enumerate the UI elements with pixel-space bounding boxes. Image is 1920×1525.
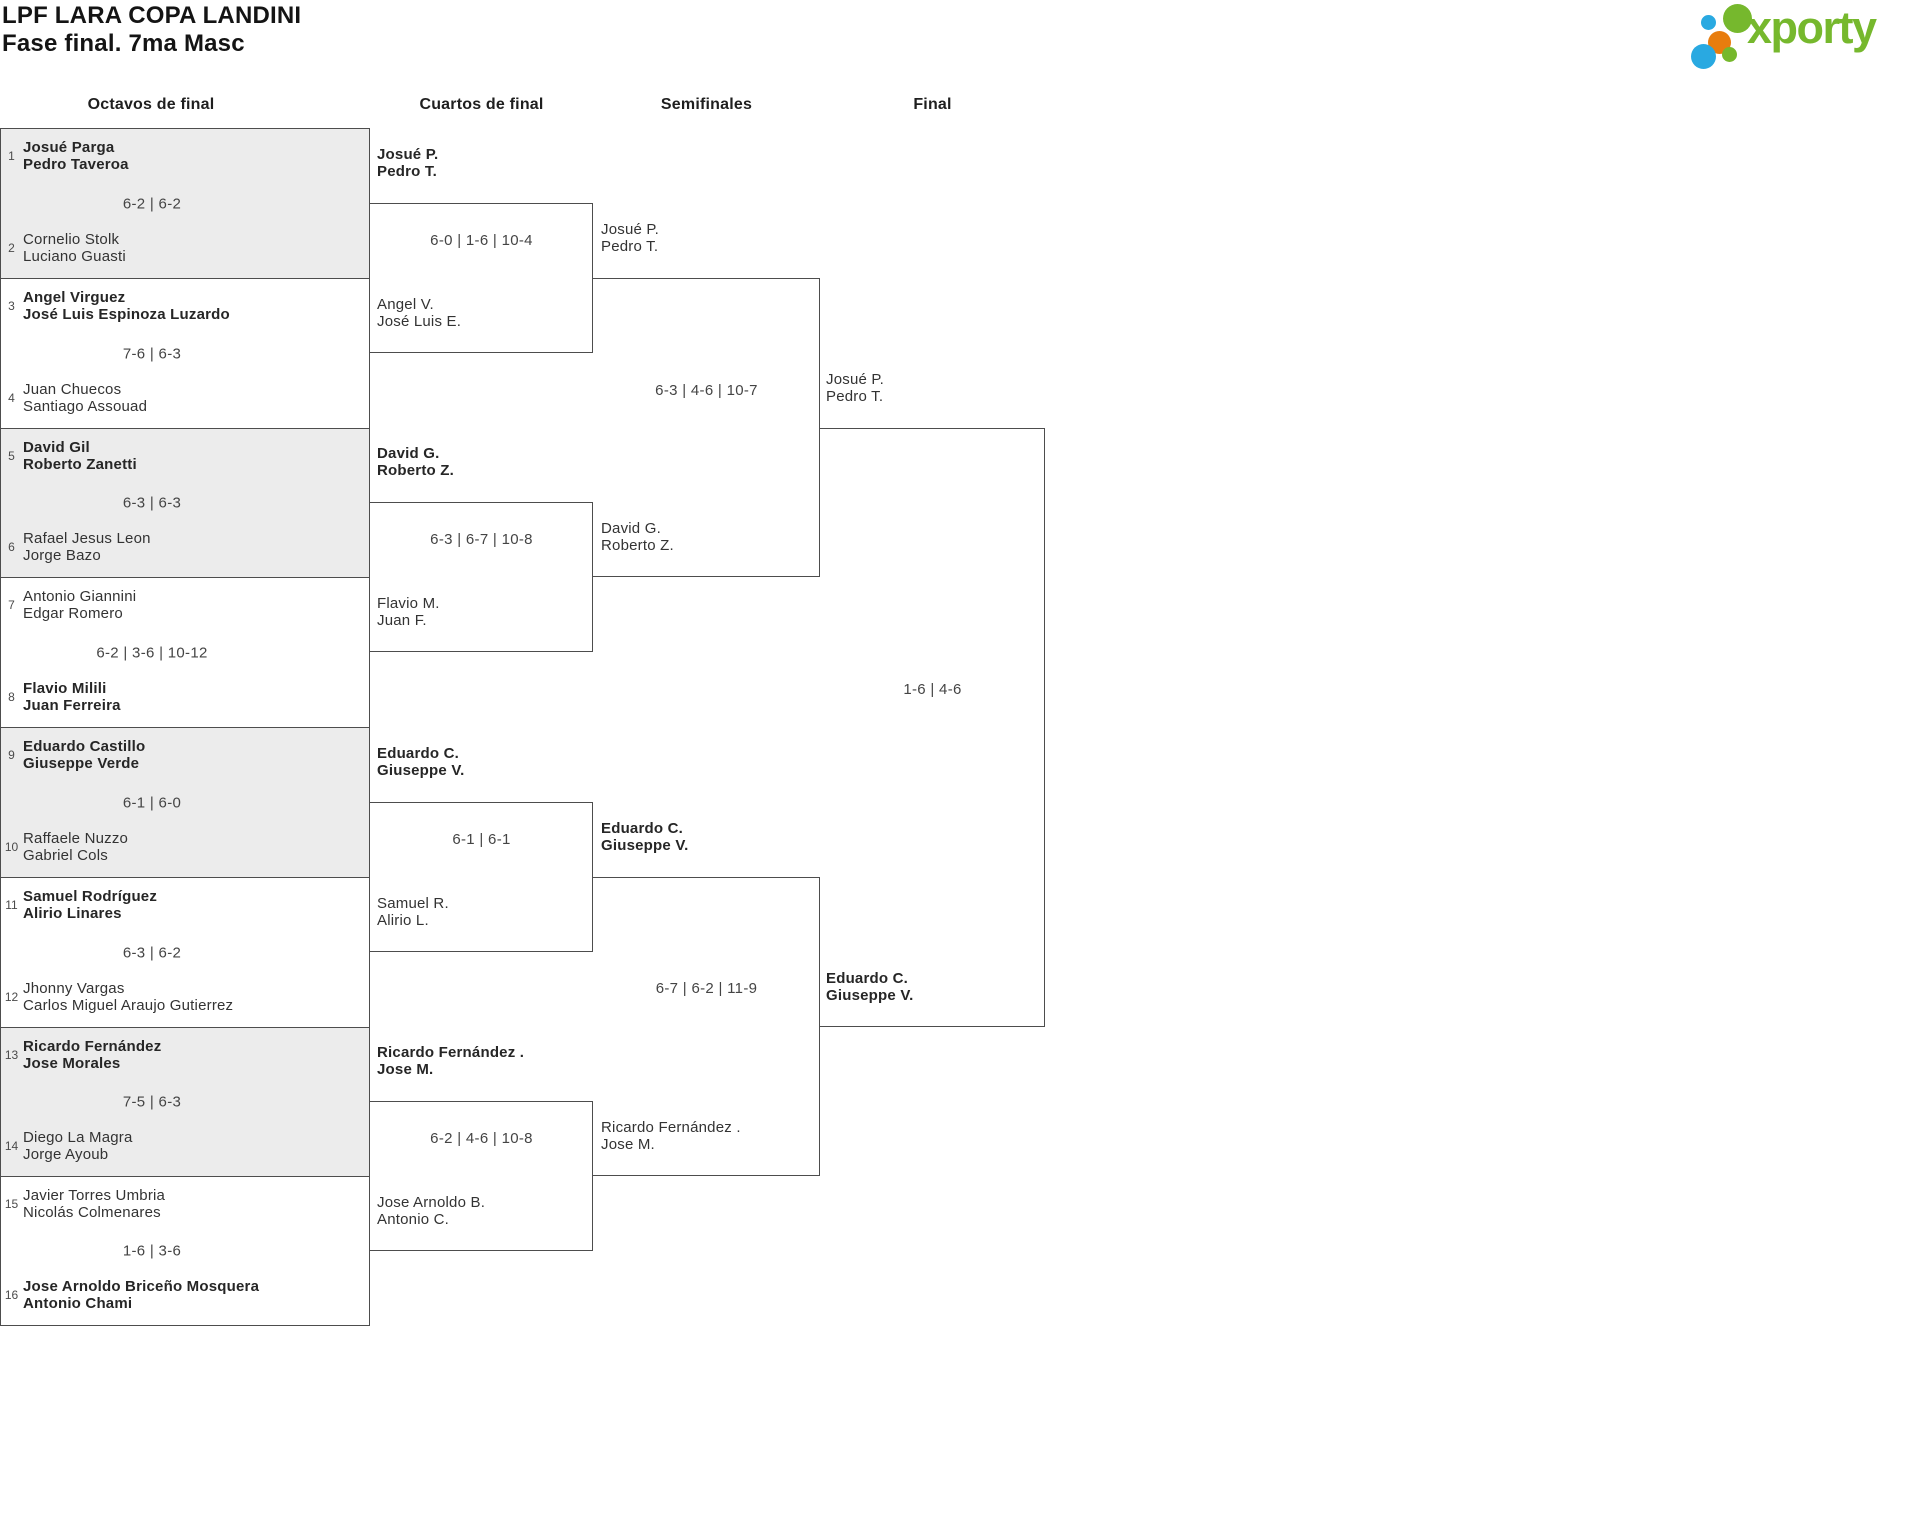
xporty-logo[interactable]: xporty (1685, 0, 1915, 72)
page-subtitle: Fase final. 7ma Masc (2, 30, 245, 57)
quarterfinal-2-box (370, 502, 593, 652)
seed-number: 13 (4, 1048, 19, 1062)
seed-number: 12 (4, 990, 19, 1004)
seed-number: 6 (8, 540, 15, 554)
seed-number: 3 (8, 299, 15, 313)
final-box (820, 428, 1045, 1027)
match-score: 6-7 | 6-2 | 11-9 (655, 980, 758, 997)
quarterfinal-1-box (370, 203, 593, 353)
column-header-cuartos: Cuartos de final (419, 96, 544, 113)
seed-number: 14 (4, 1139, 19, 1153)
match-score: 6-1 | 6-0 (122, 794, 182, 811)
quarterfinal-4-box (370, 1101, 593, 1251)
seed-number: 11 (5, 898, 18, 912)
column-header-final: Final (913, 96, 952, 113)
column-header-octavos: Octavos de final (87, 96, 215, 113)
logo-wordmark: xporty (1747, 2, 1877, 53)
participant-label: David G.Roberto Z. (377, 445, 454, 479)
participant-label: Samuel R.Alirio L. (377, 895, 449, 929)
seed-number: 10 (4, 840, 19, 854)
page-title: LPF LARA COPA LANDINI (2, 2, 302, 29)
match-score: 7-5 | 6-3 (122, 1093, 182, 1111)
logo-dot-blue-small-icon (1701, 15, 1716, 30)
semifinal-1-box (593, 278, 820, 577)
participant-label: Eduardo C.Giuseppe V. (826, 970, 914, 1004)
match-score: 6-3 | 6-2 (122, 944, 182, 961)
logo-dot-blue-large-icon (1691, 44, 1716, 69)
semifinal-2-box (593, 877, 820, 1176)
seed-number: 7 (8, 598, 15, 612)
participant-label: Flavio M.Juan F. (377, 595, 440, 629)
match-score: 6-2 | 6-2 (122, 195, 182, 212)
participant-label: Josué P.Pedro T. (601, 221, 660, 255)
logo-dot-green-small-icon (1722, 47, 1737, 62)
match-score: 6-3 | 6-3 (122, 494, 182, 512)
participant-label: Josué P.Pedro T. (377, 146, 439, 180)
match-score: 6-3 | 4-6 | 10-7 (655, 382, 758, 399)
participant-label: Angel V.José Luis E. (377, 296, 462, 330)
participant-label: Ricardo Fernández .Jose M. (601, 1119, 741, 1153)
match-score: 6-2 | 3-6 | 10-12 (96, 644, 208, 661)
column-header-semifinales: Semifinales (660, 96, 753, 113)
match-score: 7-6 | 6-3 (122, 345, 182, 362)
seed-number: 4 (8, 391, 15, 405)
match-score: 6-2 | 4-6 | 10-8 (430, 1130, 533, 1147)
seed-number: 16 (4, 1288, 19, 1302)
quarterfinal-3-box (370, 802, 593, 952)
seed-number: 15 (4, 1197, 19, 1211)
participant-label: David G.Roberto Z. (601, 520, 674, 554)
match-score: 6-3 | 6-7 | 10-8 (430, 531, 533, 548)
seed-number: 9 (8, 748, 15, 762)
participant-label: Ricardo Fernández .Jose M. (377, 1044, 525, 1078)
seed-number: 2 (8, 241, 15, 255)
logo-dot-green-large-icon (1723, 4, 1752, 33)
seed-number: 8 (8, 690, 15, 704)
seed-number: 1 (8, 149, 15, 163)
match-score: 6-0 | 1-6 | 10-4 (430, 232, 533, 249)
match-score: 1-6 | 3-6 (122, 1242, 182, 1260)
participant-label: Eduardo C.Giuseppe V. (377, 745, 465, 779)
seed-number: 5 (8, 449, 15, 463)
participant-label: Eduardo C.Giuseppe V. (601, 820, 689, 854)
participant-label: Jose Arnoldo B.Antonio C. (377, 1194, 486, 1228)
match-score: 6-1 | 6-1 (452, 831, 511, 848)
match-score: 1-6 | 4-6 (903, 681, 962, 698)
participant-label: Josué P.Pedro T. (826, 371, 885, 405)
